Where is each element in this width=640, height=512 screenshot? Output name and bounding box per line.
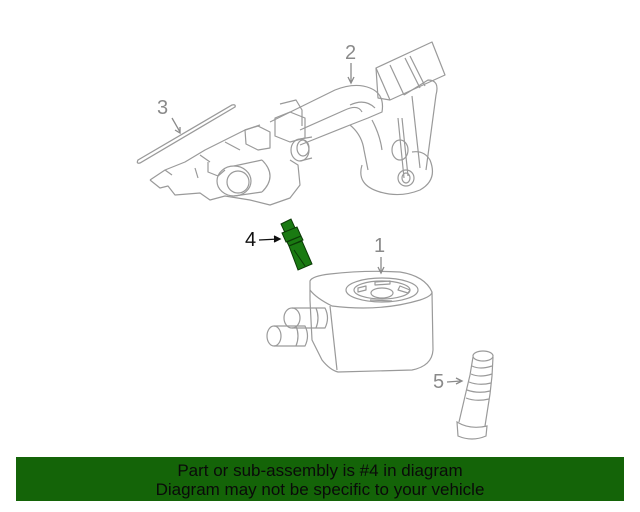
callout-2[interactable]: 2 (345, 42, 357, 64)
part-5-connector-tube[interactable] (456, 350, 494, 440)
info-banner: Part or sub-assembly is #4 in diagram Di… (16, 457, 624, 501)
leader-arrow-5 (446, 380, 462, 383)
callout-4[interactable]: 4 (245, 229, 257, 251)
part-1-oil-cooler[interactable] (266, 270, 434, 373)
part-4-oil-pressure-sensor[interactable] (280, 218, 313, 271)
callout-5[interactable]: 5 (433, 371, 445, 393)
leader-arrow-3 (171, 117, 181, 133)
leader-lines (171, 63, 464, 385)
banner-line-1: Part or sub-assembly is #4 in diagram (177, 461, 463, 480)
callout-1[interactable]: 1 (374, 235, 386, 257)
banner-line-2: Diagram may not be specific to your vehi… (155, 480, 485, 499)
part-3-gasket[interactable] (136, 104, 236, 164)
callout-3[interactable]: 3 (157, 97, 169, 119)
part-2-oil-pump-pickup[interactable] (149, 41, 446, 206)
